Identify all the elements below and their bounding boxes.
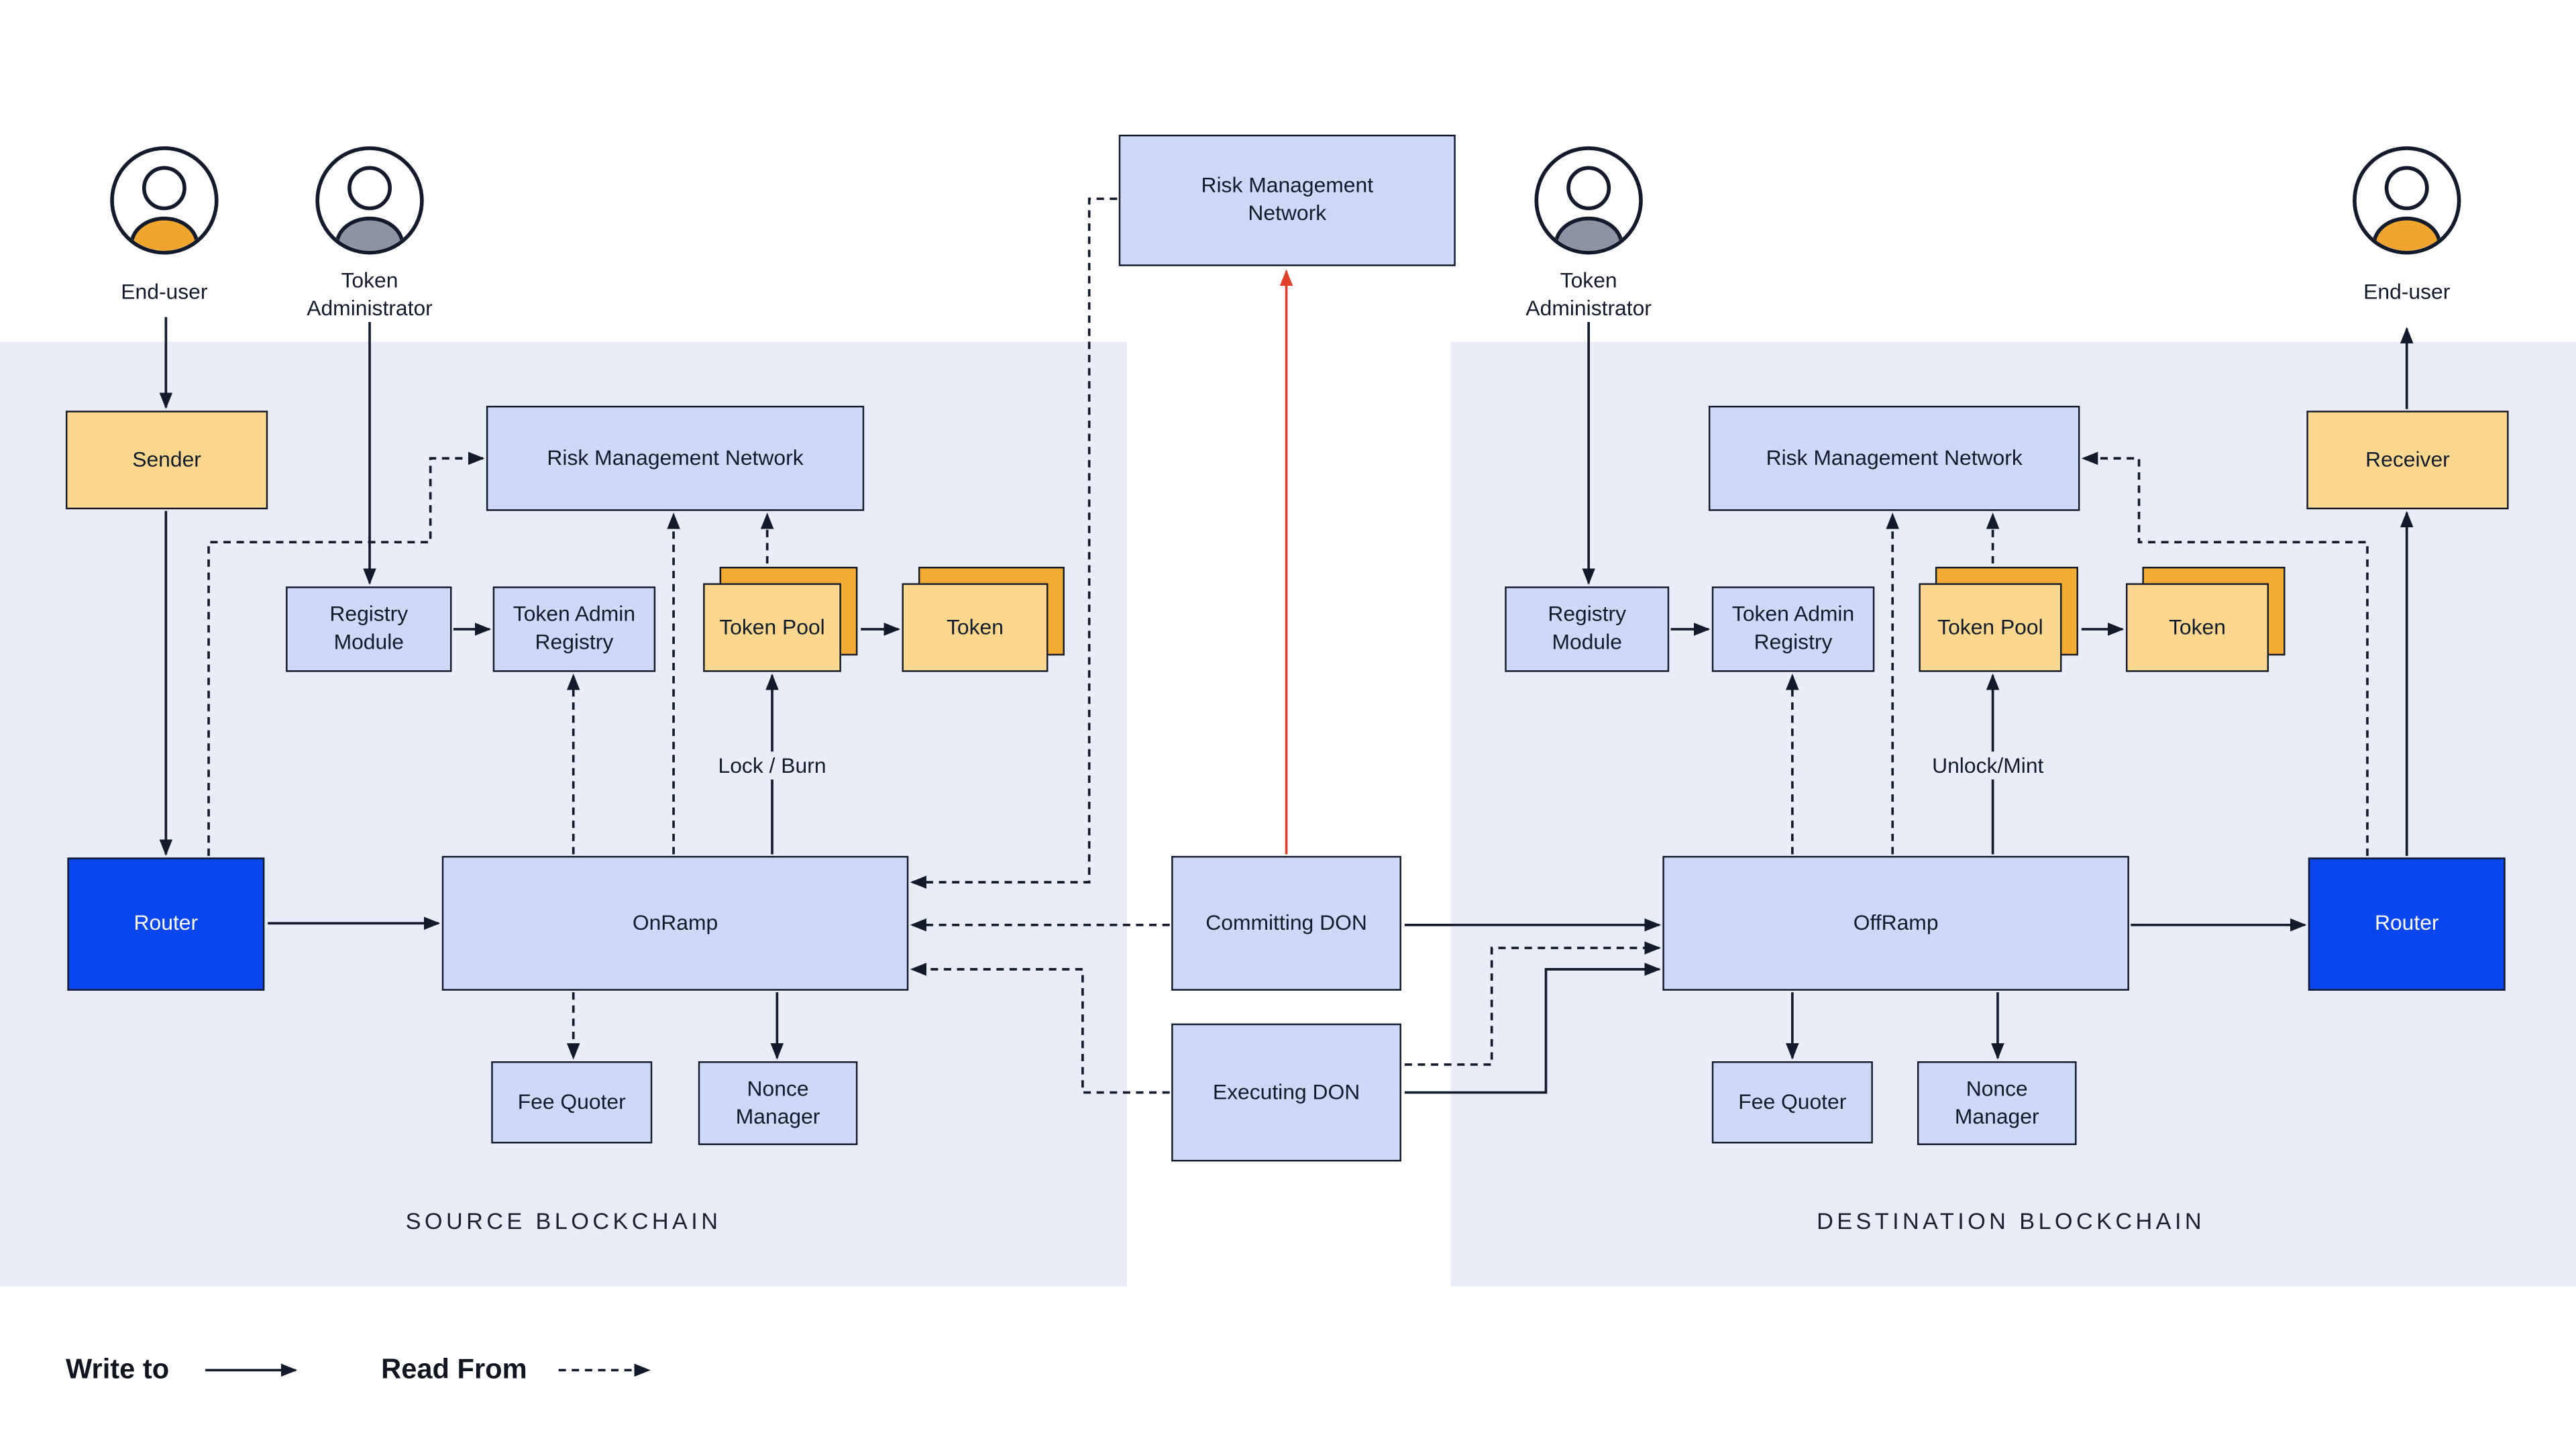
registry-module-dst-label: Registry Module [1548,601,1627,654]
nonce-manager-src-box: Nonce Manager [698,1061,858,1145]
nonce-manager-dst-label: Nonce Manager [1954,1075,2039,1128]
registry-module-src-box: Registry Module [286,586,452,672]
token-src-stack: Token [902,566,1065,672]
receiver-label: Receiver [2365,446,2450,471]
end-user-label-src: End-user [121,279,208,305]
end-user-label-dst: End-user [2363,279,2451,305]
token-pool-dst-label: Token Pool [1937,613,2043,639]
router-dst-box: Router [2308,857,2506,991]
router-src-label: Router [133,910,199,935]
router-src-box: Router [67,857,265,991]
legend-write-label: Write to [65,1353,170,1385]
fee-quoter-dst-label: Fee Quoter [1738,1088,1847,1114]
token-dst-box: Token [2125,583,2269,672]
rmn-dst-label: Risk Management Network [1766,444,2023,470]
lock-burn-label: Lock / Burn [710,751,835,780]
unlock-mint-label: Unlock/Mint [1923,751,2052,780]
token-admin-label-dst: Token Administrator [1525,268,1652,321]
token-admin-registry-dst-box: Token Admin Registry [1711,586,1875,672]
token-admin-avatar-icon [315,146,424,255]
sender-label: Sender [132,446,201,471]
destination-section-label: DESTINATION BLOCKCHAIN [1817,1208,2206,1234]
token-dst-stack: Token [2125,566,2286,672]
rmn-central-label: Risk Management Network [1201,172,1374,225]
committing-don-label: Committing DON [1205,909,1367,934]
token-admin-label-src: Token Administrator [307,268,433,321]
token-pool-src-stack: Token Pool [703,566,858,672]
sender-box: Sender [65,411,268,510]
receiver-box: Receiver [2306,411,2509,510]
token-admin-registry-src-box: Token Admin Registry [492,586,656,672]
token-admin-registry-dst-label: Token Admin Registry [1731,601,1855,654]
token-admin-avatar-icon [1534,146,1643,255]
token-src-label: Token [946,613,1004,639]
token-admin-avatar-dst [1531,143,1646,258]
fee-quoter-dst-box: Fee Quoter [1711,1061,1873,1144]
offramp-label: OffRamp [1853,909,1939,934]
end-user-avatar-dst [2349,143,2464,258]
onramp-label: OnRamp [632,909,718,934]
rmn-src-label: Risk Management Network [547,444,804,470]
token-admin-registry-src-label: Token Admin Registry [513,601,636,654]
offramp-box: OffRamp [1662,855,2129,991]
token-pool-src-label: Token Pool [719,613,825,639]
source-section-label: SOURCE BLOCKCHAIN [405,1208,722,1234]
token-src-box: Token [902,583,1049,672]
fee-quoter-src-label: Fee Quoter [517,1088,626,1114]
legend-read-label: Read From [381,1353,527,1385]
nonce-manager-dst-box: Nonce Manager [1917,1061,2077,1145]
executing-don-label: Executing DON [1212,1078,1360,1104]
rmn-dst-box: Risk Management Network [1708,405,2080,511]
token-pool-dst-box: Token Pool [1919,583,2062,672]
registry-module-src-label: Registry Module [329,601,409,654]
rmn-src-box: Risk Management Network [486,405,865,511]
fee-quoter-src-box: Fee Quoter [491,1061,653,1144]
token-admin-avatar-src [312,143,427,258]
onramp-box: OnRamp [441,855,909,991]
rmn-central-box: Risk Management Network [1118,134,1456,266]
committing-don-box: Committing DON [1171,855,1401,991]
registry-module-dst-box: Registry Module [1505,586,1670,672]
router-dst-label: Router [2374,910,2439,935]
end-user-avatar-icon [110,146,219,255]
executing-don-box: Executing DON [1171,1023,1401,1162]
token-pool-dst-stack: Token Pool [1919,566,2078,672]
end-user-avatar-icon [2353,146,2461,255]
end-user-avatar-src [107,143,221,258]
token-dst-label: Token [2168,613,2226,639]
token-pool-src-box: Token Pool [703,583,841,672]
nonce-manager-src-label: Nonce Manager [735,1075,820,1128]
